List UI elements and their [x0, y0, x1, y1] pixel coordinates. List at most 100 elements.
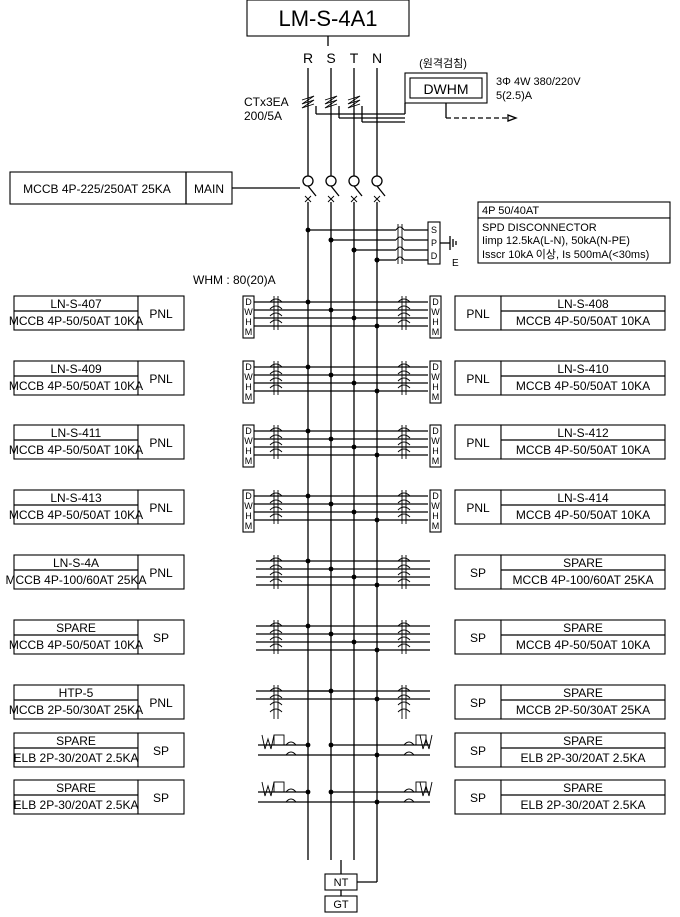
- dwhm-meter-letter-d: D: [245, 297, 252, 307]
- feeder-breaker-pole: [269, 564, 283, 569]
- feeder-tag: PNL: [149, 566, 173, 580]
- dwhm-meter-letter-h: H: [245, 317, 252, 327]
- ct-coil: [347, 95, 361, 109]
- whm-label: WHM : 80(20)A: [193, 273, 276, 287]
- main-breaker-pole: [325, 175, 337, 187]
- feeder-breaker-pole: [397, 687, 411, 692]
- junction-dot: [328, 237, 334, 243]
- feeder-name: LN-S-414: [557, 491, 609, 505]
- dwhm-meter-letter-m: M: [432, 521, 440, 531]
- main-breaker-pole: [302, 175, 314, 187]
- feeder-spec: MCCB 4P-50/50AT 10KA: [516, 443, 650, 457]
- main-breaker-pole: [348, 175, 360, 187]
- feeder-spec: MCCB 2P-50/30AT 25KA: [9, 703, 143, 717]
- dwhm-meter-letter-w: W: [431, 501, 440, 511]
- bus-label-n: N: [372, 50, 382, 66]
- spd-title: SPD DISCONNECTOR: [482, 222, 597, 234]
- main-breaker-x: [327, 195, 335, 203]
- feeder-tag-box: [137, 360, 185, 396]
- dwhm-meter-letter-d: D: [245, 362, 252, 372]
- elb-symbol: [261, 734, 275, 750]
- main-breaker-x: [304, 195, 312, 203]
- feeder-breaker-pole: [397, 363, 411, 368]
- feeder-tag: PNL: [466, 501, 490, 515]
- feeder-breaker-pole: [397, 434, 411, 439]
- feeder-info-box: [13, 779, 139, 815]
- feeder-breaker-pole: [397, 578, 411, 583]
- dwhm-meter-letter-w: W: [244, 372, 253, 382]
- feeder-tag-box: [137, 554, 185, 590]
- feeder-tag: PNL: [149, 501, 173, 515]
- feeder-name: SPARE: [563, 556, 603, 570]
- feeder-info-box: [13, 295, 139, 331]
- spd-rating: 4P 50/40AT: [482, 205, 539, 217]
- feeder-tag-box: [454, 779, 502, 815]
- spd-letter-p: P: [431, 238, 437, 248]
- main-breaker-x: [373, 195, 381, 203]
- feeder-tag: SP: [470, 791, 486, 805]
- feeder-breaker-pole: [269, 370, 283, 375]
- feeder-name: LN-S-409: [50, 362, 102, 376]
- feeder-spec: ELB 2P-30/20AT 2.5KA: [14, 798, 139, 812]
- bus-label-s: S: [326, 50, 335, 66]
- feeder-breaker-pole: [397, 513, 411, 518]
- feeder-breaker-pole: [269, 571, 283, 576]
- title-box: [246, 0, 410, 37]
- spd-breaker: [395, 256, 405, 261]
- feeder-info-box: [13, 732, 139, 768]
- feeder-breaker-pole: [269, 427, 283, 432]
- feeder-spec: MCCB 4P-50/50AT 10KA: [516, 314, 650, 328]
- feeder-name: LN-S-410: [557, 362, 609, 376]
- spd-breaker: [395, 226, 405, 231]
- dwhm-meter-letter-w: W: [431, 436, 440, 446]
- feeder-breaker-pole: [397, 694, 411, 699]
- dwhm-meter-letter-d: D: [432, 491, 439, 501]
- dwhm-meter-letter-w: W: [244, 501, 253, 511]
- dwhm-meter-letter-w: W: [244, 307, 253, 317]
- feeder-info-box: [13, 554, 139, 590]
- dwhm-meter-letter-m: M: [432, 392, 440, 402]
- feeder-breaker-pole: [397, 448, 411, 453]
- feeder-name: LN-S-411: [51, 426, 102, 440]
- dwhm-box: [409, 77, 483, 99]
- feeder-breaker-pole: [269, 578, 283, 583]
- feeder-name: SPARE: [563, 686, 603, 700]
- feeder-breaker-pole: [269, 701, 283, 706]
- feeder-name: LN-S-413: [50, 491, 102, 505]
- dwhm-meter-box: [429, 360, 442, 404]
- dwhm-meter-letter-m: M: [432, 456, 440, 466]
- feeder-breaker-pole: [269, 298, 283, 303]
- main-breaker-contact: [353, 185, 363, 197]
- feeder-breaker-pole: [397, 305, 411, 310]
- junction-dot: [305, 789, 311, 795]
- feeder-breaker-pole: [269, 384, 283, 389]
- feeder-breaker-pole: [269, 513, 283, 518]
- feeder-info-box: [13, 684, 139, 720]
- feeder-breaker-pole: [269, 434, 283, 439]
- feeder-info-box: [13, 360, 139, 396]
- feeder-breaker-pole: [269, 312, 283, 317]
- feeder-breaker-pole: [397, 377, 411, 382]
- feeder-breaker-pole: [269, 506, 283, 511]
- dwhm-meter-letter-h: H: [245, 511, 252, 521]
- feeder-name: HTP-5: [59, 686, 94, 700]
- feeder-info-box: [500, 554, 666, 590]
- feeder-spec: MCCB 4P-50/50AT 10KA: [516, 638, 650, 652]
- feeder-breaker-pole: [269, 492, 283, 497]
- elb-pole: [285, 788, 297, 803]
- dwhm-meter-letter-d: D: [432, 362, 439, 372]
- dwhm-signal-arrow: [507, 114, 518, 122]
- dwhm-meter-letter-h: H: [432, 382, 439, 392]
- feeder-breaker-pole: [269, 622, 283, 627]
- feeder-breaker-pole: [397, 298, 411, 303]
- dwhm-meter-box: [429, 295, 442, 339]
